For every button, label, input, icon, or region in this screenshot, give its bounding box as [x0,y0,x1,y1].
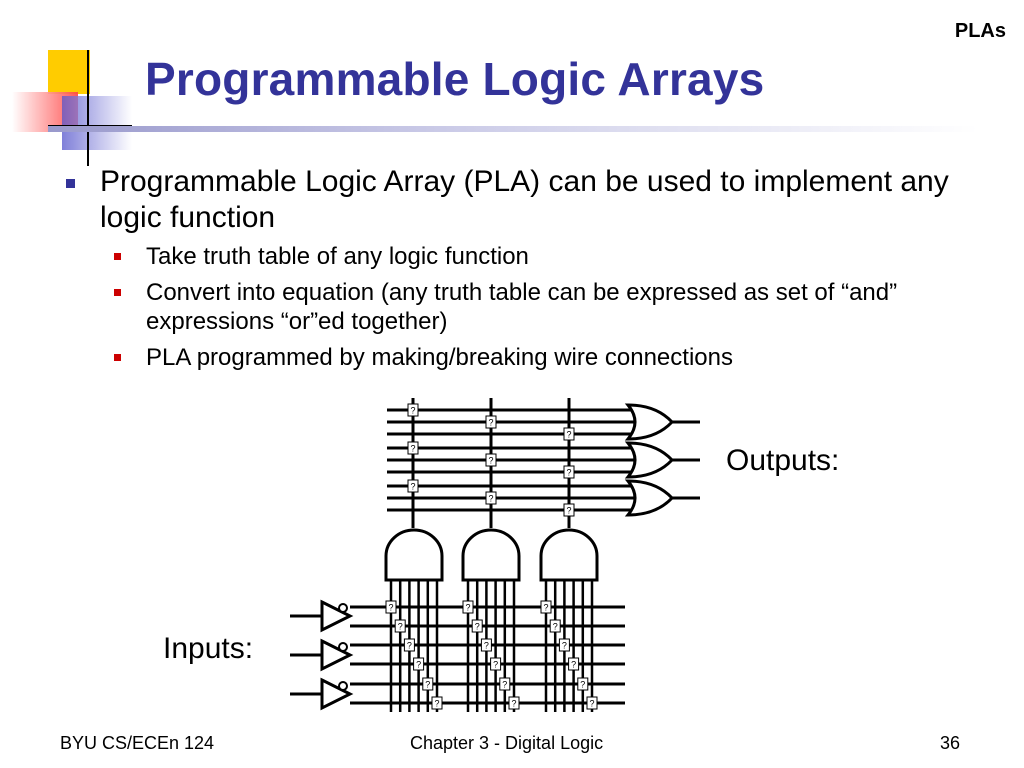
connection-mark: ? [410,482,415,492]
connection-box [485,491,497,505]
connection-mark: ? [543,603,548,613]
connection-box [568,657,580,671]
connection-mark: ? [589,699,594,709]
connection-box [413,657,425,671]
input-buffer [320,599,354,633]
connection-mark: ? [511,699,516,709]
inputs-label: Inputs: [163,632,254,665]
connection-box [407,403,419,417]
connection-box [485,453,497,467]
connection-mark: ? [488,494,493,504]
connection-box [549,619,561,633]
connection-mark: ? [566,468,571,478]
deco-blue-block [62,96,132,150]
sub-bullet-text: Take truth table of any logic function [146,243,529,270]
connection-box [563,427,575,441]
sub-bullet-square-icon [114,253,121,260]
connection-mark: ? [566,430,571,440]
connection-mark: ? [407,641,412,651]
connection-mark: ? [562,641,567,651]
inverter-bubble [338,642,348,652]
sub-bullet-square-icon [114,289,121,296]
or-gate [624,479,675,517]
connection-box [558,638,570,652]
connection-box [490,657,502,671]
and-gate [384,528,444,582]
outputs-label: Outputs: [726,444,840,477]
footer-course: BYU CS/ECEn 124 [60,733,215,753]
bullet-main: Programmable Logic Array (PLA) can be us… [62,164,962,372]
and-gate [539,528,599,582]
section-tag: PLAs [954,20,1006,42]
connection-mark: ? [484,641,489,651]
connection-mark: ? [580,680,585,690]
input-buffer [320,638,354,672]
slide-title: Programmable Logic Arrays [145,53,765,105]
connection-box [385,600,397,614]
connection-mark: ? [434,699,439,709]
sub-bullet: PLA programmed by making/breaking wire c… [100,343,962,372]
connection-box [407,441,419,455]
or-gate [624,403,675,441]
connection-box [407,479,419,493]
connection-box [577,677,589,691]
connection-box [480,638,492,652]
connection-mark: ? [475,622,480,632]
connection-mark: ? [493,660,498,670]
connection-box [508,696,520,710]
footer-chapter: Chapter 3 - Digital Logic [410,733,604,753]
connection-box [586,696,598,710]
footer-page-number: 36 [939,733,960,753]
bullet-list: Programmable Logic Array (PLA) can be us… [62,164,962,379]
connection-box [499,677,511,691]
connection-box [394,619,406,633]
deco-yellow-square [48,50,90,94]
sub-bullet-list: Take truth table of any logic function C… [100,242,962,372]
connection-mark: ? [410,444,415,454]
connection-box [403,638,415,652]
inverter-bubble [338,681,348,691]
title-underline [48,126,978,132]
connection-box [563,503,575,517]
connection-box [471,619,483,633]
sub-bullet-text: Convert into equation (any truth table c… [146,279,898,335]
connection-box [462,600,474,614]
sub-bullet: Convert into equation (any truth table c… [100,278,962,336]
connection-mark: ? [416,660,421,670]
sub-bullet: Take truth table of any logic function [100,242,962,271]
connection-mark: ? [571,660,576,670]
connection-mark: ? [398,622,403,632]
connection-mark: ? [553,622,558,632]
connection-box [563,465,575,479]
connection-mark: ? [425,680,430,690]
connection-mark: ? [465,603,470,613]
connection-mark: ? [502,680,507,690]
input-buffer [320,677,354,711]
and-gate [461,528,521,582]
connection-box [422,677,434,691]
bullet-square-icon [66,179,75,188]
connection-mark: ? [410,406,415,416]
bullet-main-text: Programmable Logic Array (PLA) can be us… [100,165,949,234]
connection-mark: ? [488,418,493,428]
sub-bullet-text: PLA programmed by making/breaking wire c… [146,344,733,371]
or-gate [624,441,675,479]
connection-mark: ? [388,603,393,613]
connection-mark: ? [566,506,571,516]
connection-box [485,415,497,429]
inverter-bubble [338,603,348,613]
connection-box [540,600,552,614]
connection-mark: ? [488,456,493,466]
connection-box [431,696,443,710]
sub-bullet-square-icon [114,354,121,361]
